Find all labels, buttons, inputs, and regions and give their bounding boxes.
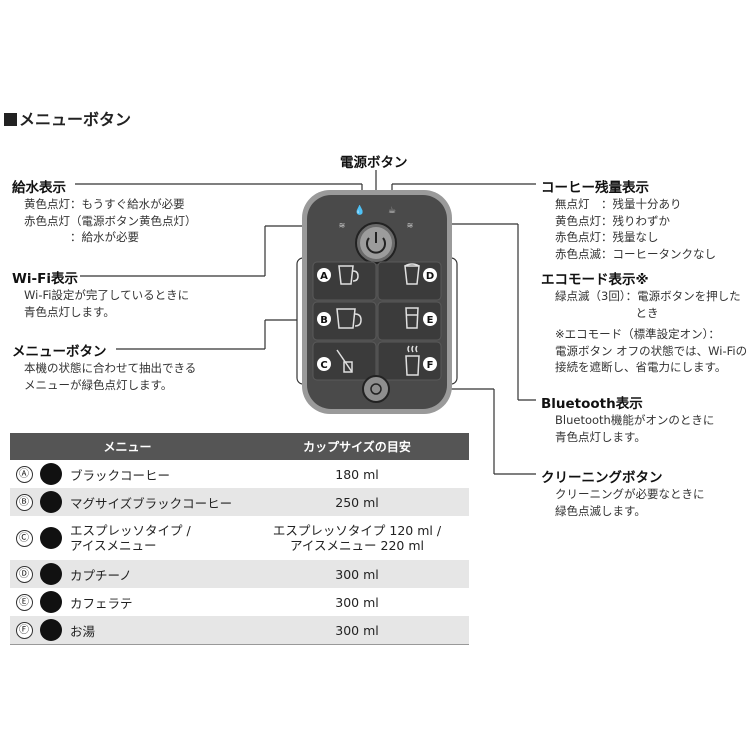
coffee-line-2: 黄色点灯：残りわずか xyxy=(555,213,670,228)
cleaning-block: クリーニングボタン クリーニングが必要なときに 緑色点滅します。 xyxy=(541,466,705,519)
water-indicator-icon: 💧 xyxy=(354,204,365,216)
coffee-block: コーヒー残量表示 無点灯 ：残量十分あり 黄色点灯：残りわずか 赤色点灯：残量な… xyxy=(541,176,716,262)
eco-block: エコモード表示※ 緑点滅（3回）：電源ボタンを押した とき ※エコモード（標準設… xyxy=(541,268,747,376)
row-size: 180 ml xyxy=(335,466,379,482)
row-letter: Ⓐ xyxy=(15,466,33,483)
coffee-line-3: 赤色点灯：残量なし xyxy=(555,230,659,244)
water-line-1: 黄色点灯：もうすぐ給水が必要 xyxy=(24,197,185,211)
cleaning-icon xyxy=(370,383,382,395)
coffee-title: コーヒー残量表示 xyxy=(541,180,649,196)
eco-indicator-icon: ≋ xyxy=(407,221,414,230)
menu-line-1: 本機の状態に合わせて抽出できる xyxy=(24,361,197,375)
row-name: カプチーノ xyxy=(64,560,245,588)
water-block: 給水表示 黄色点灯：もうすぐ給水が必要 赤色点灯（電源ボタン黄色点灯） ：給水が… xyxy=(12,176,197,246)
eco-title: エコモード表示※ xyxy=(541,272,649,288)
row-size: エスプレッソタイプ 120 ml / アイスメニュー 220 ml xyxy=(272,523,442,553)
eco-line-2: とき xyxy=(555,305,659,320)
mug-coffee-icon xyxy=(40,491,62,513)
black-coffee-panel-icon xyxy=(338,265,354,285)
letter-f: F xyxy=(427,360,434,371)
black-coffee-icon xyxy=(40,463,62,485)
hot-water-panel-icon xyxy=(405,355,420,376)
letter-b: B xyxy=(320,315,328,326)
espresso-ice-icon xyxy=(40,527,62,549)
row-size: 300 ml xyxy=(335,594,379,610)
power-label: 電源ボタン xyxy=(340,155,408,171)
power-icon xyxy=(366,237,386,254)
table-row: Ⓒ エスプレッソタイプ / アイスメニュー エスプレッソタイプ 120 ml /… xyxy=(10,516,469,560)
wifi-indicator-icon: ≋ xyxy=(339,221,346,230)
eco-note-3: 接続を遮断し、省電力にします。 xyxy=(555,360,727,374)
bluetooth-line-1: Bluetooth機能がオンのときに xyxy=(555,413,715,427)
water-title: 給水表示 xyxy=(12,180,66,196)
row-name: エスプレッソタイプ / アイスメニュー xyxy=(70,523,191,553)
letter-d: D xyxy=(426,271,434,282)
wifi-line-1: Wi-Fi設定が完了しているときに xyxy=(24,288,190,302)
cleaning-button[interactable] xyxy=(362,375,390,403)
menu-block: メニューボタン 本機の状態に合わせて抽出できる メニューが緑色点灯します。 xyxy=(12,340,196,393)
row-name: カフェラテ xyxy=(70,595,133,611)
menu-button-b[interactable] xyxy=(312,301,377,341)
row-name: マグサイズブラックコーヒー xyxy=(64,488,245,516)
cleaning-line-2: 緑色点滅します。 xyxy=(555,503,646,518)
cappuccino-panel-icon xyxy=(404,265,420,285)
row-letter: Ⓑ xyxy=(15,494,33,511)
wifi-block: Wi-Fi表示 Wi-Fi設定が完了しているときに 青色点灯します。 xyxy=(12,267,189,320)
bluetooth-line-2: 青色点灯します。 xyxy=(555,429,646,444)
table-header-size: カップサイズの目安 xyxy=(245,433,469,460)
bluetooth-block: Bluetooth表示 Bluetooth機能がオンのときに 青色点灯します。 xyxy=(541,392,714,445)
letter-a: A xyxy=(320,271,328,282)
table-row: Ⓕ お湯 300 ml xyxy=(10,616,469,645)
row-letter: Ⓔ xyxy=(15,594,33,611)
letter-e: E xyxy=(427,315,434,326)
menu-button-f[interactable] xyxy=(377,341,442,381)
coffee-line-4: 赤色点滅：コーヒータンクなし xyxy=(555,246,716,261)
latte-panel-icon xyxy=(405,307,419,329)
row-name: ブラックコーヒー xyxy=(70,467,171,483)
water-line-3: ：給水が必要 xyxy=(24,230,139,244)
menu-table: メニュー カップサイズの目安 Ⓐ ブラックコーヒー 180 ml Ⓑ マグサイズ… xyxy=(10,433,469,645)
row-letter: Ⓕ xyxy=(15,622,33,639)
section-heading: メニューボタン xyxy=(4,106,131,130)
letter-c: C xyxy=(320,360,327,371)
cleaning-line-1: クリーニングが必要なときに xyxy=(555,487,705,501)
row-name: お湯 xyxy=(64,616,245,645)
mug-panel-icon xyxy=(336,308,356,329)
table-row: Ⓓ カプチーノ 300 ml xyxy=(10,560,469,588)
cappuccino-icon xyxy=(40,563,62,585)
table-row: Ⓐ ブラックコーヒー 180 ml xyxy=(10,460,469,488)
square-bullet-icon xyxy=(4,113,17,126)
wifi-line-2: 青色点灯します。 xyxy=(24,304,115,319)
table-row: Ⓑ マグサイズブラックコーヒー 250 ml xyxy=(10,488,469,516)
eco-note-1: ※エコモード（標準設定オン）： xyxy=(555,327,720,341)
table-row: Ⓔ カフェラテ 300 ml xyxy=(10,588,469,616)
row-size: 300 ml xyxy=(245,616,469,645)
table-header-menu: メニュー xyxy=(10,433,245,460)
coffee-indicator-icon: ☕ xyxy=(388,206,396,216)
bluetooth-title: Bluetooth表示 xyxy=(541,396,643,412)
wifi-title: Wi-Fi表示 xyxy=(12,271,78,287)
menu-title: メニューボタン xyxy=(12,344,107,360)
row-size: 300 ml xyxy=(245,560,469,588)
row-size: 250 ml xyxy=(245,488,469,516)
row-letter: Ⓒ xyxy=(15,530,33,547)
water-line-2: 赤色点灯（電源ボタン黄色点灯） xyxy=(24,213,197,228)
menu-button-e[interactable] xyxy=(377,301,442,341)
eco-note-2: 電源ボタン オフの状態では、Wi-Fiの xyxy=(555,343,748,358)
espresso-panel-icon xyxy=(336,349,353,373)
hot-water-icon xyxy=(40,619,62,641)
eco-line-1: 緑点滅（3回）：電源ボタンを押した xyxy=(555,289,741,303)
coffee-line-1: 無点灯 ：残量十分あり xyxy=(555,197,682,211)
row-letter: Ⓓ xyxy=(15,566,33,583)
menu-line-2: メニューが緑色点灯します。 xyxy=(24,377,173,392)
cafe-latte-icon xyxy=(40,591,62,613)
cleaning-title: クリーニングボタン xyxy=(541,470,663,486)
